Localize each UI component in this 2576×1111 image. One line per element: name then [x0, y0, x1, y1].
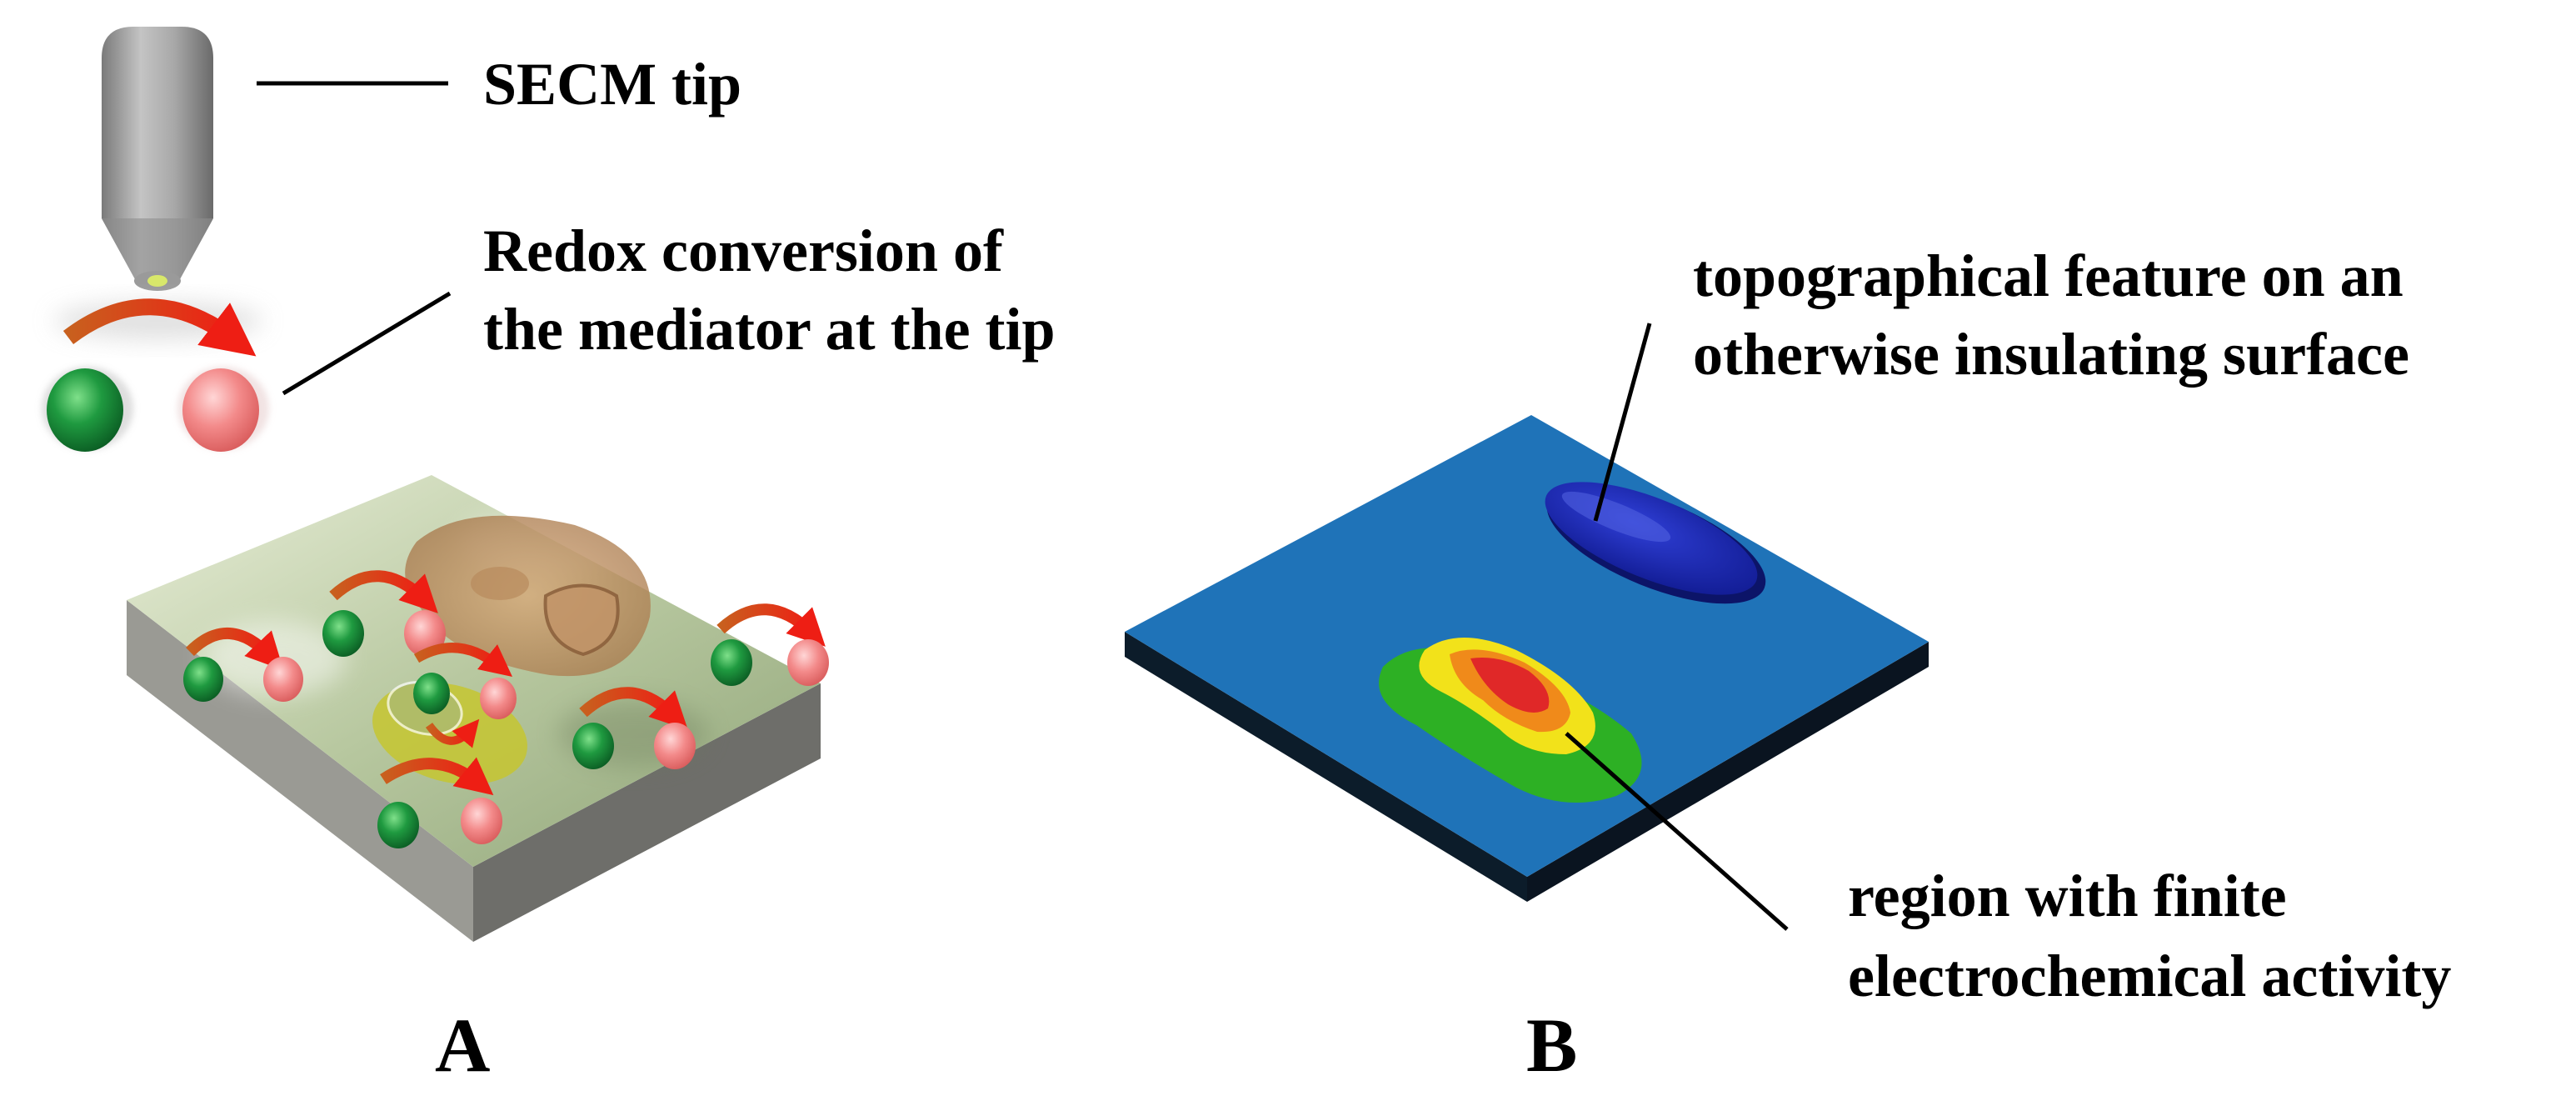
panel-b — [1125, 323, 1929, 931]
topography-label-line1: topographical feature on an — [1693, 243, 2404, 309]
topography-label-line2: otherwise insulating surface — [1693, 321, 2409, 388]
substrate-redox-cycles — [183, 570, 829, 848]
panel-b-label: B — [1526, 1003, 1578, 1088]
mediator-reduced-icon — [42, 367, 133, 452]
activity-label-line2: electrochemical activity — [1848, 943, 2452, 1009]
topography-leader-line — [1593, 323, 1652, 522]
activity-label-line1: region with finite — [1848, 863, 2287, 929]
substrate-block-b — [1125, 415, 1929, 902]
secm-tip-icon — [102, 27, 213, 291]
activity-leader-line — [1565, 732, 1789, 931]
panel-a — [42, 27, 829, 942]
tip-redox-cycle — [42, 298, 269, 452]
tip-label: SECM tip — [483, 51, 742, 118]
redox-label-line2: the mediator at the tip — [483, 296, 1056, 363]
panel-a-label: A — [435, 1003, 491, 1088]
mediator-oxidized-icon — [177, 367, 269, 452]
cell-icon — [405, 515, 651, 677]
activity-region-icon — [1379, 638, 1642, 803]
redox-leader-line — [282, 291, 452, 396]
redox-label-line1: Redox conversion of — [483, 218, 1003, 284]
